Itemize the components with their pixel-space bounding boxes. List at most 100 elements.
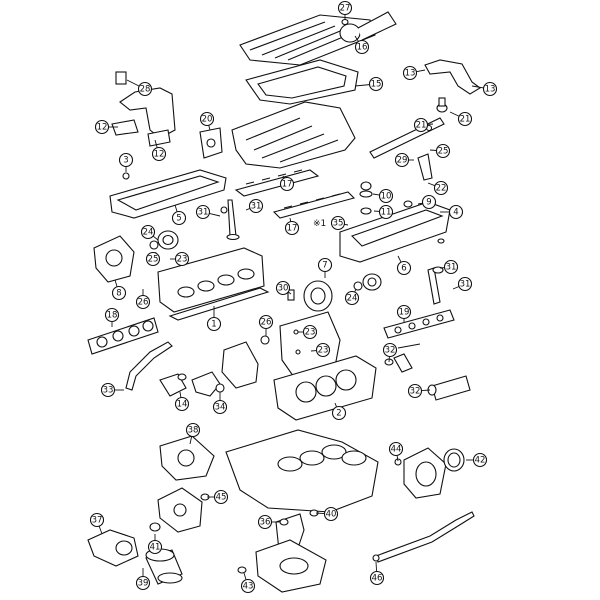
callout-c3: 3	[118, 152, 134, 168]
callout-circle	[212, 399, 228, 415]
callout-circle	[317, 257, 333, 273]
leader-line-c5	[174, 204, 178, 212]
callout-c32b: 32	[407, 383, 423, 399]
callout-c23a: 23	[174, 251, 190, 267]
callout-number: 8	[116, 289, 121, 299]
valve-left	[220, 199, 240, 241]
callout-number: 1	[211, 320, 216, 330]
oil-filter-bracket	[87, 529, 139, 567]
callout-number: 11	[381, 208, 392, 218]
callout-c24b: 24	[344, 290, 360, 306]
callout-circle	[396, 260, 412, 276]
leader-line-c35	[344, 223, 349, 226]
callout-c5: 5	[171, 210, 187, 226]
callout-circle	[330, 215, 346, 231]
callout-c2: 2	[331, 405, 347, 421]
callout-c31c: 31	[443, 259, 459, 275]
leader-line-c38	[189, 436, 193, 445]
callout-c7: 7	[317, 257, 333, 273]
callout-number: 17	[287, 224, 298, 234]
callout-c26a: 26	[135, 294, 151, 310]
callout-circle	[206, 316, 222, 332]
exhaust-gasket-right	[383, 309, 455, 339]
callout-number: 35	[333, 219, 344, 229]
callout-c32a: 32	[382, 342, 398, 358]
oil-pan	[237, 539, 327, 593]
callout-circle	[100, 382, 116, 398]
callout-circle	[195, 204, 211, 220]
callout-c36: 36	[257, 514, 273, 530]
oil-filter	[145, 548, 183, 585]
callout-number: 2	[336, 409, 341, 419]
water-pipe-right	[427, 375, 471, 401]
callout-number: 18	[107, 311, 118, 321]
thermostat-housing	[191, 371, 225, 397]
water-pump-cover	[221, 341, 259, 389]
callout-number: 24	[143, 228, 154, 238]
leader-line-c8	[114, 279, 118, 287]
water-outlet	[159, 373, 187, 397]
callout-c19: 19	[396, 304, 412, 320]
callout-c24a: 24	[140, 224, 156, 240]
leader-line-c15	[354, 84, 370, 87]
callout-number: 20	[202, 115, 213, 125]
callout-c1: 1	[206, 316, 222, 332]
callout-number: 9	[426, 198, 431, 208]
callout-c4: 4	[448, 204, 464, 220]
leader-line-c24a	[152, 235, 159, 241]
sprocket-right	[287, 280, 333, 312]
leader-line-c28	[126, 79, 140, 87]
callout-c13b: 13	[482, 81, 498, 97]
callout-circle	[407, 383, 423, 399]
leader-line-c21b	[449, 111, 460, 117]
callout-c21a: 21	[413, 117, 429, 133]
callout-number: 21	[416, 121, 427, 131]
callout-circle	[151, 146, 167, 162]
callout-circle	[279, 176, 295, 192]
leader-line-c13b	[471, 85, 484, 89]
callout-number: 29	[397, 156, 408, 166]
callout-c38: 38	[185, 422, 201, 438]
callout-c17b: 17	[284, 220, 300, 236]
callout-number: 31	[446, 263, 457, 273]
callout-c41: 41	[147, 539, 163, 555]
callout-number: 26	[138, 298, 149, 308]
callout-circle	[421, 194, 437, 210]
head-gasket-main	[273, 355, 377, 421]
leader-line-c14	[179, 391, 182, 398]
callout-number: 16	[357, 43, 368, 53]
callout-number: 5	[176, 214, 181, 224]
callout-circle	[147, 539, 163, 555]
callout-circle	[174, 396, 190, 412]
callout-circle	[248, 198, 264, 214]
callout-number: 32	[410, 387, 421, 397]
callout-c45: 45	[213, 489, 229, 505]
callout-circle	[315, 342, 331, 358]
callout-c14: 14	[174, 396, 190, 412]
leader-line-c10	[372, 193, 380, 196]
callout-c37: 37	[89, 512, 105, 528]
callout-circle	[482, 81, 498, 97]
callout-circle	[94, 119, 110, 135]
callout-circle	[135, 294, 151, 310]
callout-circle	[174, 251, 190, 267]
callout-number: 22	[436, 184, 447, 194]
callout-circle	[213, 489, 229, 505]
callout-number: 25	[148, 255, 159, 265]
callout-number: 15	[371, 80, 382, 90]
air-intake-hose	[111, 71, 176, 147]
callout-c8: 8	[111, 285, 127, 301]
callout-number: 40	[326, 510, 337, 520]
callout-circle	[258, 314, 274, 330]
callout-c21b: 21	[457, 111, 473, 127]
callout-number: 34	[215, 403, 226, 413]
callout-number: 6	[401, 264, 406, 274]
callout-c40: 40	[323, 506, 339, 522]
callout-c42: 42	[472, 452, 488, 468]
leader-line-c30	[287, 291, 292, 295]
callout-circle	[89, 512, 105, 528]
plenum-gasket	[245, 59, 359, 105]
callout-circle	[413, 117, 429, 133]
callout-number: 31	[251, 202, 262, 212]
callout-number: 4	[453, 208, 458, 218]
